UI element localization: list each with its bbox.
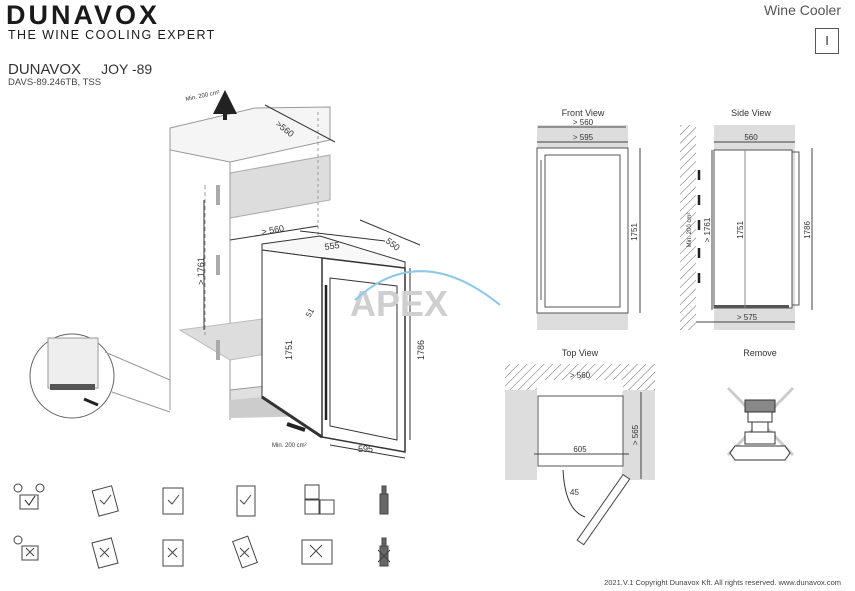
front-inner-width: > 560 bbox=[573, 118, 594, 127]
level-ok-icon bbox=[236, 485, 256, 517]
front-view: Front View > 560 > 595 1751 bbox=[536, 108, 641, 330]
bottle-no-icon bbox=[377, 537, 391, 567]
top-width: > 560 bbox=[570, 371, 591, 380]
document-type: Wine Cooler bbox=[763, 2, 841, 18]
pictogram-row-do bbox=[13, 483, 389, 517]
front-view-title: Front View bbox=[562, 108, 605, 118]
side-view: Side View 560 Min. 200 cm² > 1761 1751 1… bbox=[680, 108, 813, 330]
apex-watermark: APEX bbox=[350, 283, 448, 324]
copyright-footer: 2021.V.1 Copyright Dunavox Kft. All righ… bbox=[604, 578, 841, 587]
side-body-height: 1751 bbox=[736, 221, 745, 239]
top-width-label: 555 bbox=[324, 240, 340, 252]
isometric-view bbox=[169, 90, 421, 459]
side-niche-height: > 1761 bbox=[703, 217, 712, 242]
model-title: DUNAVOX JOY -89 bbox=[8, 61, 152, 78]
body-height-label: 1751 bbox=[284, 340, 294, 360]
two-person-lift-ok-icon bbox=[13, 483, 45, 510]
tilt-no-icon bbox=[232, 535, 258, 569]
pictogram-row-dont bbox=[13, 535, 391, 569]
brand-logo: DUNAVOX bbox=[6, 0, 161, 30]
side-view-title: Side View bbox=[731, 108, 771, 118]
remove-view: Remove bbox=[726, 348, 795, 461]
niche-height-label: > 1761 bbox=[196, 257, 206, 285]
top-depth: > 565 bbox=[631, 424, 640, 445]
manual-ok-icon bbox=[91, 485, 119, 517]
stacking-no-icon bbox=[301, 539, 333, 565]
category-badge: I bbox=[815, 28, 839, 54]
front-outer-width: > 595 bbox=[573, 133, 594, 142]
bottle-ok-icon bbox=[379, 485, 389, 515]
total-height-label: 1786 bbox=[416, 340, 426, 360]
side-bottom-depth: > 575 bbox=[737, 313, 758, 322]
brand-tagline: THE WINE COOLING EXPERT bbox=[8, 28, 216, 42]
door-angle: 45 bbox=[570, 488, 579, 497]
model-variant: DAVS-89.246TB, TSS bbox=[8, 77, 102, 88]
unit-depth-label: 550 bbox=[384, 236, 402, 253]
niche-width-label: > 560 bbox=[261, 223, 285, 237]
model-brand: DUNAVOX bbox=[8, 61, 82, 78]
manual-no-icon bbox=[91, 537, 119, 569]
single-lift-no-icon bbox=[13, 535, 39, 561]
side-vent: Min. 200 cm² bbox=[687, 213, 693, 248]
watermark-arc bbox=[354, 270, 501, 306]
top-view: Top View > 560 605 > 565 45 bbox=[505, 348, 655, 546]
vent-top-label: Min. 200 cm² bbox=[185, 90, 220, 103]
side-total-height: 1786 bbox=[803, 221, 812, 239]
side-depth: 560 bbox=[744, 133, 758, 142]
vent-bottom-label: Min. 200 cm² bbox=[272, 443, 307, 449]
vent-detail bbox=[29, 333, 171, 419]
instructions-ok-icon bbox=[162, 487, 184, 515]
stacking-ok-icon bbox=[304, 484, 335, 515]
top-view-title: Top View bbox=[562, 348, 599, 358]
instructions-no-icon bbox=[162, 539, 184, 567]
remove-title: Remove bbox=[743, 348, 777, 358]
unit-width-label: 595 bbox=[358, 444, 373, 454]
top-door-width: 605 bbox=[573, 445, 587, 454]
front-height: 1751 bbox=[630, 223, 639, 241]
model-name: JOY -89 bbox=[101, 61, 153, 77]
